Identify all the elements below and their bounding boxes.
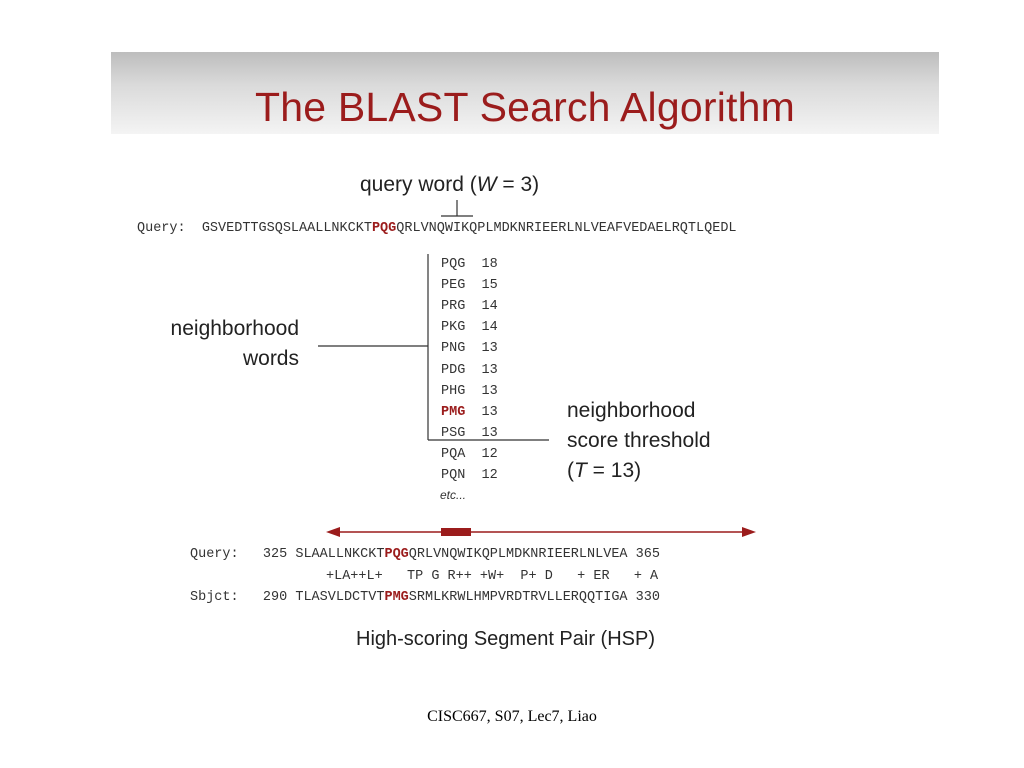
neighborhood-word: PKG	[441, 320, 466, 336]
neighborhood-score: 14	[465, 320, 498, 336]
neighborhood-word-row: PDG 13	[441, 363, 498, 379]
neighborhood-score: 18	[465, 257, 498, 272]
neighborhood-score: 12	[465, 468, 498, 483]
neighborhood-word: PQN	[441, 468, 466, 483]
hsp-query-line: Query: 325 SLAALLNKCKTPQGQRLVNQWIKQPLMDK…	[190, 547, 660, 562]
neighborhood-word-row: PQA 12	[441, 447, 498, 463]
neighborhood-word: PHG	[441, 383, 466, 399]
neighborhood-score: 13	[465, 404, 498, 420]
etc-label: etc...	[440, 488, 467, 502]
hsp-arrow-right-head	[742, 527, 756, 537]
hsp-caption: High-scoring Segment Pair (HSP)	[356, 628, 655, 650]
neighborhood-word-row: PEG 15	[441, 278, 498, 294]
query-sequence: Query: GSVEDTTGSQSLAALLNKCKTPQGQRLVNQWIK…	[137, 221, 737, 236]
neighborhood-score: 13	[465, 362, 498, 378]
neighborhood-word: PSG	[441, 425, 466, 441]
query-word-label: query word (W = 3)	[360, 173, 540, 196]
neighborhood-word: PQA	[441, 446, 466, 462]
neighborhood-word-row: PQN 12	[441, 468, 498, 484]
neighborhood-word-row: PNG 13	[441, 341, 498, 357]
neighborhood-word-row: PRG 14	[441, 299, 498, 315]
neighborhood-score: 13	[465, 425, 498, 441]
neighborhood-word-row: PHG 13	[441, 384, 498, 400]
query-label: Query:	[137, 221, 186, 236]
neighborhood-word: PDG	[441, 362, 466, 378]
slide-footer: CISC667, S07, Lec7, Liao	[427, 708, 597, 725]
slide-title: The BLAST Search Algorithm	[255, 84, 795, 130]
neighborhood-score: 12	[465, 446, 498, 462]
neighborhood-word-row: PMG 13	[441, 405, 498, 421]
hsp-arrow-left-head	[326, 527, 340, 537]
neighborhood-word: PEG	[441, 278, 466, 294]
neighborhood-score: 13	[465, 341, 498, 357]
threshold-label: neighborhood score threshold (T = 13)	[567, 399, 711, 482]
neighborhood-word-row: PSG 13	[441, 426, 498, 442]
query-word-highlight: PQG	[371, 221, 397, 236]
neighborhood-word: PRG	[441, 299, 466, 315]
neighborhood-score: 15	[465, 278, 498, 294]
hsp-sbjct-line: Sbjct: 290 TLASVLDCTVTPMGSRMLKRWLHMPVRDT…	[190, 590, 660, 605]
neighborhood-word: PQG	[441, 257, 466, 272]
hsp-seed-marker	[441, 528, 471, 536]
title-band: The BLAST Search Algorithm	[111, 52, 939, 134]
neighborhood-score: 14	[465, 299, 498, 315]
neighborhood-score: 13	[465, 383, 498, 399]
neighborhood-word: PNG	[441, 341, 466, 357]
hsp-match-line: +LA++L+ TP G R++ +W+ P+ D + ER + A	[326, 569, 659, 584]
neighborhood-word-row: PQG 18	[441, 257, 498, 273]
neighborhood-word-row: PKG 14	[441, 320, 498, 336]
neighborhood-words-label: neighborhood words	[170, 317, 299, 370]
neighborhood-word: PMG	[441, 404, 466, 420]
